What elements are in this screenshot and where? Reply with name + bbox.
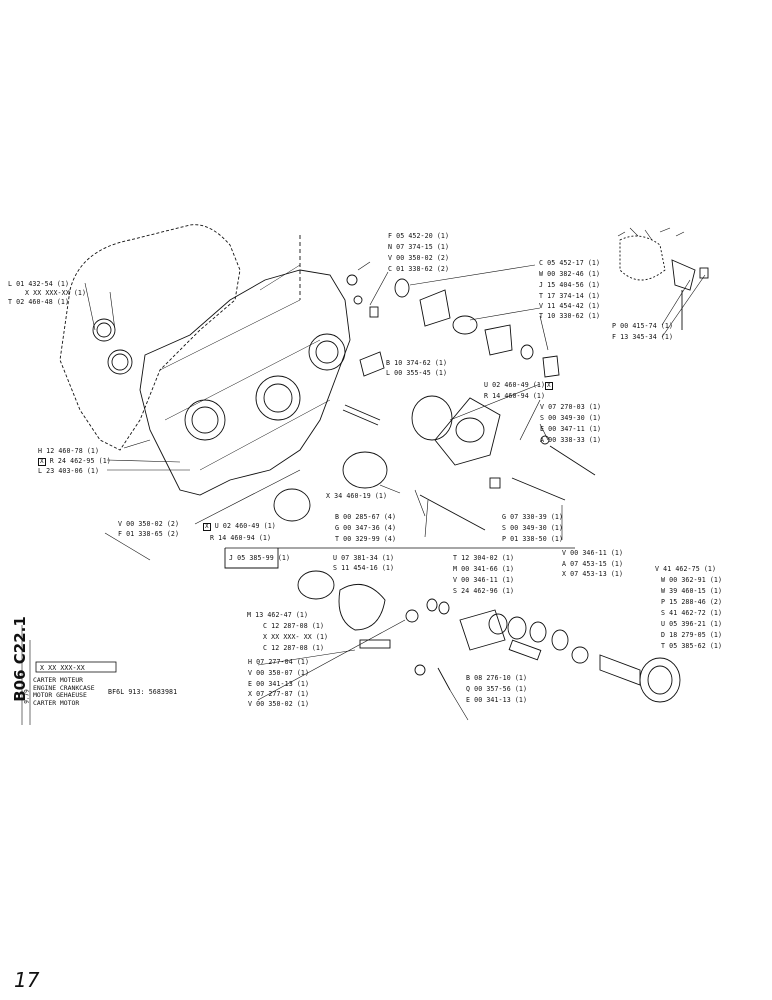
callout-label: H 07 277-04 (1) [248, 658, 310, 666]
callout-label: V 00 346-11 (1) [562, 549, 624, 557]
callout-label: X 07 277-87 (1) [248, 690, 310, 698]
callout-label: D 18 279-05 (1) [661, 631, 723, 639]
callout-label: X 07 453-13 (1) [562, 570, 624, 578]
callout-label-text: U 02 460-49 (1) [214, 522, 276, 530]
callout-label: T 05 385-62 (1) [661, 642, 723, 650]
callout-label: A 07 453-15 (1) [562, 560, 624, 568]
callout-label: B 10 374-62 (1) [386, 359, 448, 367]
callout-label: W 00 382-46 (1) [539, 270, 601, 278]
callout-label: W 39 460-15 (1) [661, 587, 723, 595]
title-line: ENGINE CRANKCASE [33, 683, 95, 692]
callout-label: G 07 330-39 (1) [502, 513, 564, 521]
title-line: CARTER MOTOR [33, 698, 80, 707]
callout-label: V 41 462-75 (1) [655, 565, 717, 573]
callout-label: V 00 350-02 (2) [118, 520, 180, 528]
callout-label: F 05 452-20 (1) [388, 232, 450, 240]
part-ref-box: X XX XXX-XX [40, 664, 85, 672]
callout-label: V 11 454-42 (1) [539, 302, 601, 310]
callout-label: X XX XXX-XX (1) [25, 289, 87, 297]
callout-label: P 01 338-50 (1) [502, 535, 564, 543]
callout-label: U 05 396-21 (1) [661, 620, 723, 628]
callout-label: H 12 460-78 (1) [38, 447, 100, 455]
callout-label: R 14 460-94 (1) [210, 534, 272, 542]
callout-label: V 00 350-02 (2) [388, 254, 450, 262]
callout-label: X R 24 462-95 (1) [38, 457, 111, 466]
callout-label: T 12 304-02 (1) [453, 554, 515, 562]
callout-label: X XX XXX- XX (1) [263, 633, 329, 641]
callout-label: U 07 381-34 (1) [333, 554, 395, 562]
callout-label-text: R 24 462-95 (1) [49, 457, 111, 465]
callout-label: S 24 462-96 (1) [453, 587, 515, 595]
callout-label: P 00 415-74 (1) [612, 322, 674, 330]
callout-label: S 11 454-16 (1) [333, 564, 395, 572]
callout-label: T 10 330-62 (1) [539, 312, 601, 320]
callout-label: S 00 349-30 (1) [502, 524, 564, 532]
callout-label: G 00 347-36 (4) [335, 524, 397, 532]
callout-label: V 07 270-03 (1) [540, 403, 602, 411]
callout-label: L 01 432-54 (1) [8, 280, 70, 288]
callout-label: P 15 288-46 (2) [661, 598, 723, 606]
callout-label: C 05 452-17 (1) [539, 259, 601, 267]
crankcase-body [139, 269, 351, 496]
callout-label: V 00 350-02 (1) [248, 700, 310, 708]
callout-label: C 12 287-08 (1) [263, 644, 325, 652]
callout-label: T 17 374-14 (1) [539, 292, 601, 300]
callout-label: S 00 349-30 (1) [540, 414, 602, 422]
callout-label: E 00 347-11 (1) [540, 425, 602, 433]
callout-label: B 08 276-10 (1) [466, 674, 528, 682]
callout-label: L 23 403-06 (1) [38, 467, 100, 475]
callout-label: W 00 362-91 (1) [661, 576, 723, 584]
callout-label: M 13 462-47 (1) [247, 611, 309, 619]
gasket-outline [59, 224, 241, 451]
page-number: 17 [14, 968, 40, 992]
engine-ref: BF6L 913: 5683981 [108, 688, 178, 696]
title-block: CARTER MOTEUR ENGINE CRANKCASE MOTOR GEH… [33, 676, 95, 707]
callout-label: E 00 341-13 (1) [248, 680, 310, 688]
callout-label: V 00 350-07 (1) [248, 669, 310, 677]
callout-label: B 00 285-67 (4) [335, 513, 397, 521]
title-line: MOTOR GEHAEUSE [33, 691, 87, 699]
callout-label: Q 00 357-56 (1) [466, 685, 528, 693]
callout-label: N 07 374-15 (1) [388, 243, 450, 251]
date-code: 9.79 [23, 689, 31, 704]
callout-label: F 13 345-34 (1) [612, 333, 674, 341]
callout-label: C 12 287-08 (1) [263, 622, 325, 630]
callout-label: L 00 355-45 (1) [386, 369, 448, 377]
callout-label: T 00 329-99 (4) [335, 535, 397, 543]
callout-label: R 14 460-94 (1) [484, 392, 546, 400]
callout-label: M 00 341-66 (1) [453, 565, 515, 573]
callout-label: X 34 460-19 (1) [326, 492, 388, 500]
callout-label: U 02 460-49 (1)X [484, 381, 553, 390]
callout-label: S 41 462-72 (1) [661, 609, 723, 617]
callout-label: F 01 338-65 (2) [118, 530, 180, 538]
title-line: CARTER MOTEUR [33, 676, 84, 684]
callout-label: J 15 404-56 (1) [539, 281, 601, 289]
callout-label: V 00 346-11 (1) [453, 576, 515, 584]
callout-label: T 02 460-48 (1) [8, 298, 70, 306]
callout-label: C 01 338-62 (2) [388, 265, 450, 273]
callout-label: E 00 341-13 (1) [466, 696, 528, 704]
callout-label: A 00 338-33 (1) [540, 436, 602, 444]
callout-label-text: U 02 460-49 (1) [484, 381, 546, 389]
callout-label: J 05 385-99 (1) [229, 554, 291, 562]
callout-label: X U 02 460-49 (1) [203, 522, 276, 531]
